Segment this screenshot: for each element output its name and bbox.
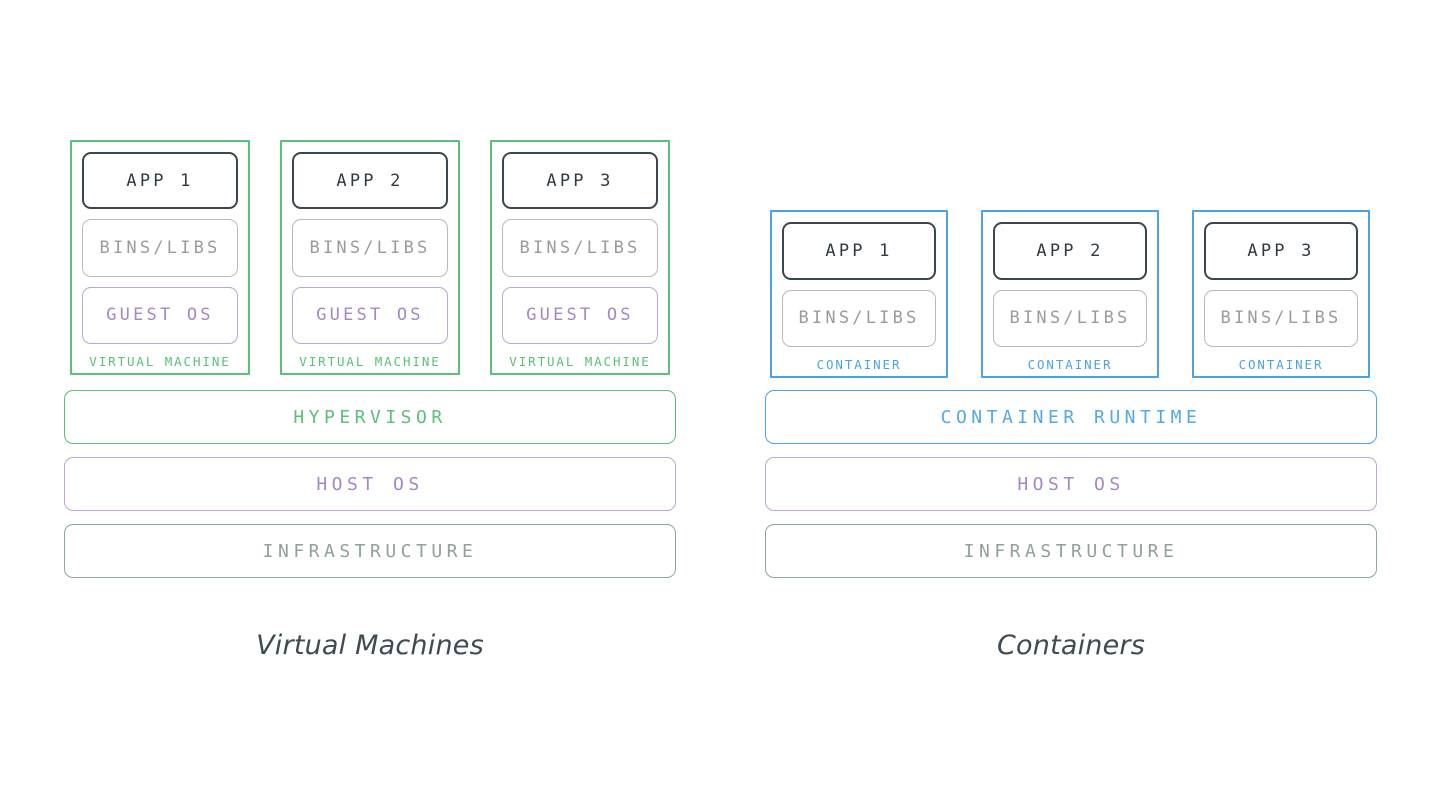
- container-card-1[interactable]: APP 1 BINS/LIBS CONTAINER: [770, 210, 948, 378]
- virtual-machine-label-3: VIRTUAL MACHINE: [509, 354, 651, 369]
- app-box-vm-2: APP 2: [292, 152, 448, 210]
- infrastructure-band-vm: INFRASTRUCTURE: [64, 524, 676, 578]
- container-card-3[interactable]: APP 3 BINS/LIBS CONTAINER: [1192, 210, 1370, 378]
- app-box-container-2: APP 2: [993, 222, 1147, 280]
- container-runtime-band: CONTAINER RUNTIME: [765, 390, 1377, 444]
- virtual-machine-label-2: VIRTUAL MACHINE: [299, 354, 441, 369]
- container-group-row: APP 1 BINS/LIBS CONTAINER APP 2 BINS/LIB…: [770, 210, 1370, 378]
- virtual-machines-caption: Virtual Machines: [256, 630, 484, 661]
- virtual-machine-card-3[interactable]: APP 3 BINS/LIBS GUEST OS VIRTUAL MACHINE: [490, 140, 670, 375]
- bins-libs-box-vm-3: BINS/LIBS: [502, 219, 658, 277]
- bins-libs-box-container-1: BINS/LIBS: [782, 289, 936, 347]
- app-box-vm-1: APP 1: [82, 152, 238, 210]
- container-card-2[interactable]: APP 2 BINS/LIBS CONTAINER: [981, 210, 1159, 378]
- virtual-machine-card-2[interactable]: APP 2 BINS/LIBS GUEST OS VIRTUAL MACHINE: [280, 140, 460, 375]
- virtual-machine-label-1: VIRTUAL MACHINE: [89, 354, 231, 369]
- hypervisor-band: HYPERVISOR: [64, 390, 676, 444]
- app-box-container-1: APP 1: [782, 222, 936, 280]
- container-label-1: CONTAINER: [816, 357, 902, 372]
- host-os-band-container: HOST OS: [765, 457, 1377, 511]
- container-label-3: CONTAINER: [1238, 357, 1324, 372]
- virtual-machines-panel: APP 1 BINS/LIBS GUEST OS VIRTUAL MACHINE…: [64, 140, 676, 661]
- app-box-vm-3: APP 3: [502, 152, 658, 210]
- app-box-container-3: APP 3: [1204, 222, 1358, 280]
- container-label-2: CONTAINER: [1027, 357, 1113, 372]
- infrastructure-band-container: INFRASTRUCTURE: [765, 524, 1377, 578]
- bins-libs-box-vm-2: BINS/LIBS: [292, 219, 448, 277]
- guest-os-box-vm-3: GUEST OS: [502, 286, 658, 344]
- bins-libs-box-vm-1: BINS/LIBS: [82, 219, 238, 277]
- containers-caption: Containers: [996, 630, 1145, 661]
- virtual-machine-group-row: APP 1 BINS/LIBS GUEST OS VIRTUAL MACHINE…: [70, 140, 670, 375]
- virtual-machine-card-1[interactable]: APP 1 BINS/LIBS GUEST OS VIRTUAL MACHINE: [70, 140, 250, 375]
- guest-os-box-vm-2: GUEST OS: [292, 286, 448, 344]
- bins-libs-box-container-2: BINS/LIBS: [993, 289, 1147, 347]
- guest-os-box-vm-1: GUEST OS: [82, 286, 238, 344]
- host-os-band-vm: HOST OS: [64, 457, 676, 511]
- bins-libs-box-container-3: BINS/LIBS: [1204, 289, 1358, 347]
